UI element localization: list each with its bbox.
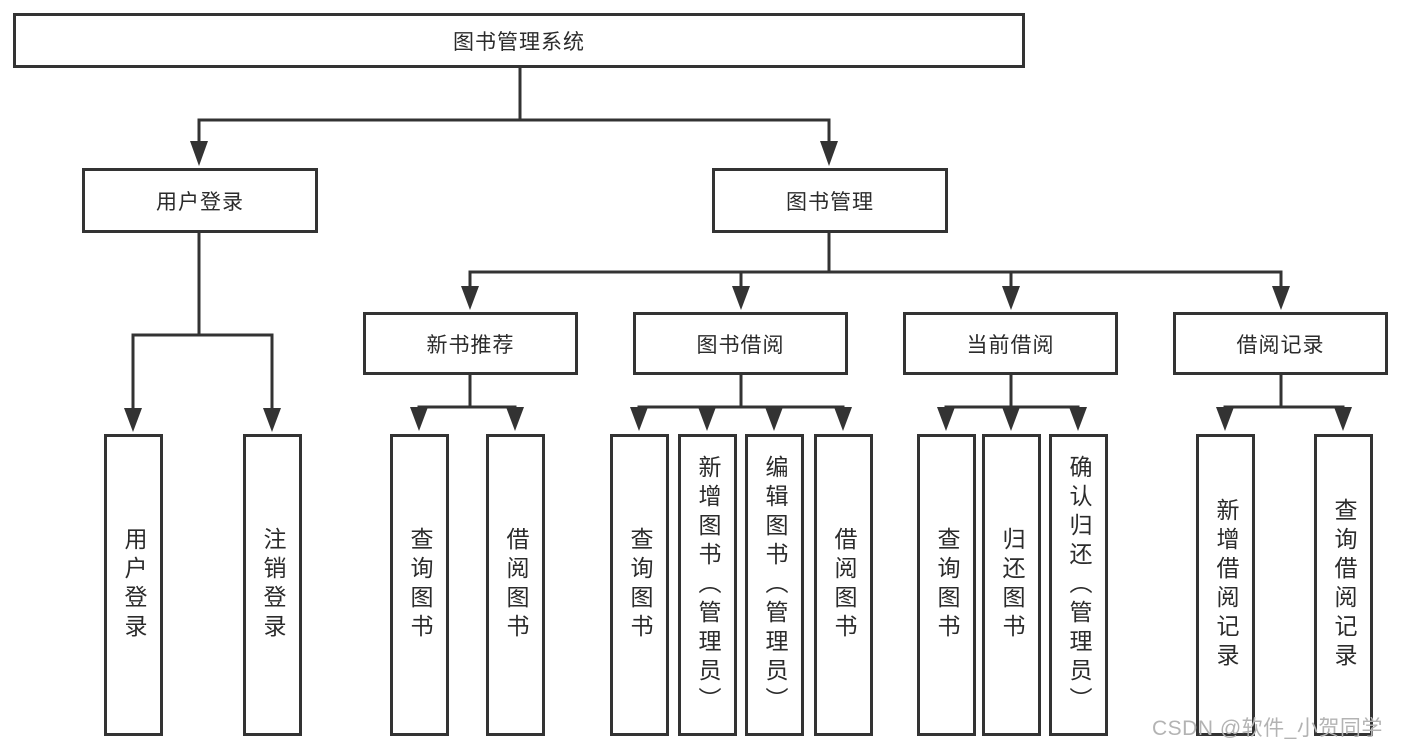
leaf-confirm-return-admin: 确认归还（管理员） xyxy=(1049,434,1108,736)
node-borrow-record: 借阅记录 xyxy=(1173,312,1388,375)
node-user-login: 用户登录 xyxy=(82,168,318,233)
node-book-management: 图书管理 xyxy=(712,168,948,233)
leaf-edit-book-admin: 编辑图书（管理员） xyxy=(745,434,804,736)
connector-root-to-level2 xyxy=(190,66,838,166)
node-current-borrow: 当前借阅 xyxy=(903,312,1118,375)
connector-book-borrow-children xyxy=(630,372,852,431)
leaf-logout: 注销登录 xyxy=(243,434,302,736)
connector-new-book-children xyxy=(410,372,524,431)
node-root: 图书管理系统 xyxy=(13,13,1025,68)
connector-current-borrow-children xyxy=(937,372,1087,431)
connector-book-management-groups xyxy=(461,231,1290,310)
leaf-return-book: 归还图书 xyxy=(982,434,1041,736)
leaf-query-borrow-record: 查询借阅记录 xyxy=(1314,434,1373,736)
connector-user-login-children xyxy=(124,231,281,432)
leaf-query-book-1: 查询图书 xyxy=(390,434,449,736)
leaf-add-borrow-record: 新增借阅记录 xyxy=(1196,434,1255,736)
csdn-watermark: CSDN @软件_小贺同学 xyxy=(1152,717,1383,740)
leaf-query-book-3: 查询图书 xyxy=(917,434,976,736)
leaf-borrow-book-2: 借阅图书 xyxy=(814,434,873,736)
connector-borrow-record-children xyxy=(1216,372,1352,431)
leaf-add-book-admin: 新增图书（管理员） xyxy=(678,434,737,736)
leaf-user-login: 用户登录 xyxy=(104,434,163,736)
node-book-borrow: 图书借阅 xyxy=(633,312,848,375)
node-new-book-recommend: 新书推荐 xyxy=(363,312,578,375)
leaf-borrow-book-1: 借阅图书 xyxy=(486,434,545,736)
leaf-query-book-2: 查询图书 xyxy=(610,434,669,736)
